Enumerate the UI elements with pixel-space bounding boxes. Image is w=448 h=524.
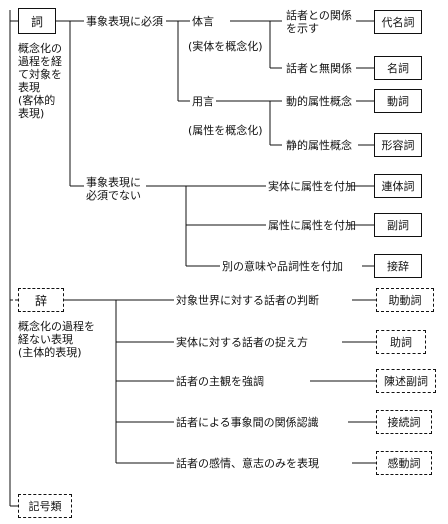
shi-description: 概念化の 過程を経 て対象を 表現 (客体的 表現) bbox=[18, 42, 62, 120]
kigo-title: 記号類 bbox=[28, 500, 62, 513]
kakari-text: 陳述副詞 bbox=[384, 375, 428, 388]
joshi-box: 助詞 bbox=[376, 330, 426, 354]
not-required-branch-label: 事象表現に 必須でない bbox=[86, 176, 141, 202]
rentaishi-box: 連体詞 bbox=[374, 174, 422, 198]
ji-description: 概念化の過程を 経ない表現 (主体的表現) bbox=[18, 320, 95, 359]
doushi-text: 動詞 bbox=[387, 95, 409, 108]
joshi-text: 助詞 bbox=[390, 336, 412, 349]
shi-title: 詞 bbox=[30, 14, 43, 29]
kakari-box: 陳述副詞 bbox=[376, 369, 436, 393]
required-branch-label: 事象表現に必須 bbox=[86, 15, 163, 28]
static-attribute-label: 静的属性概念 bbox=[286, 139, 352, 152]
jodoushi-label: 対象世界に対する話者の判断 bbox=[176, 294, 319, 307]
shi-node: 詞 bbox=[18, 8, 56, 34]
setsuzoku-box: 接続詞 bbox=[376, 410, 432, 434]
yougen-note: (属性を概念化) bbox=[188, 124, 263, 137]
jodoushi-box: 助動詞 bbox=[376, 288, 434, 312]
doushi-box: 動詞 bbox=[374, 89, 422, 113]
fukushi-box: 副詞 bbox=[374, 213, 422, 237]
no-relation-label: 話者と無関係 bbox=[286, 62, 352, 75]
ji-node: 辞 bbox=[18, 288, 64, 312]
kigo-node: 記号類 bbox=[18, 494, 72, 518]
taigen-note: (実体を概念化) bbox=[188, 40, 263, 53]
setsuji-box: 接辞 bbox=[374, 254, 422, 278]
keiyoushi-box: 形容詞 bbox=[374, 133, 422, 157]
jodoushi-text: 助動詞 bbox=[388, 294, 422, 307]
dynamic-attribute-label: 動的属性概念 bbox=[286, 95, 352, 108]
meishi-text: 名詞 bbox=[387, 62, 409, 75]
fukushi-label: 属性に属性を付加 bbox=[268, 219, 356, 232]
kandou-box: 感動詞 bbox=[376, 451, 432, 475]
taigen-label: 体言 bbox=[192, 15, 214, 28]
keiyoushi-text: 形容詞 bbox=[381, 139, 415, 152]
speaker-relation-label: 話者との関係 を示す bbox=[286, 9, 352, 35]
setsuji-label: 別の意味や品詞性を付加 bbox=[222, 260, 343, 273]
ji-title: 辞 bbox=[34, 293, 47, 308]
setsuzoku-label: 話者による事象間の関係認識 bbox=[176, 416, 319, 429]
fukushi-text: 副詞 bbox=[387, 219, 409, 232]
meishi-box: 名詞 bbox=[374, 56, 422, 80]
setsuji-text: 接辞 bbox=[387, 260, 409, 273]
rentaishi-text: 連体詞 bbox=[381, 180, 415, 193]
daimeishi-box: 代名詞 bbox=[374, 10, 422, 34]
rentai-label: 実体に属性を付加 bbox=[268, 180, 356, 193]
kandou-text: 感動詞 bbox=[387, 457, 421, 470]
yougen-label: 用言 bbox=[192, 95, 214, 108]
setsuzoku-text: 接続詞 bbox=[387, 416, 421, 429]
joshi-label: 実体に対する話者の捉え方 bbox=[176, 336, 308, 349]
daimeishi-text: 代名詞 bbox=[381, 16, 415, 29]
kakari-label: 話者の主観を強調 bbox=[176, 375, 264, 388]
kandou-label: 話者の感情、意志のみを表現 bbox=[176, 457, 319, 470]
